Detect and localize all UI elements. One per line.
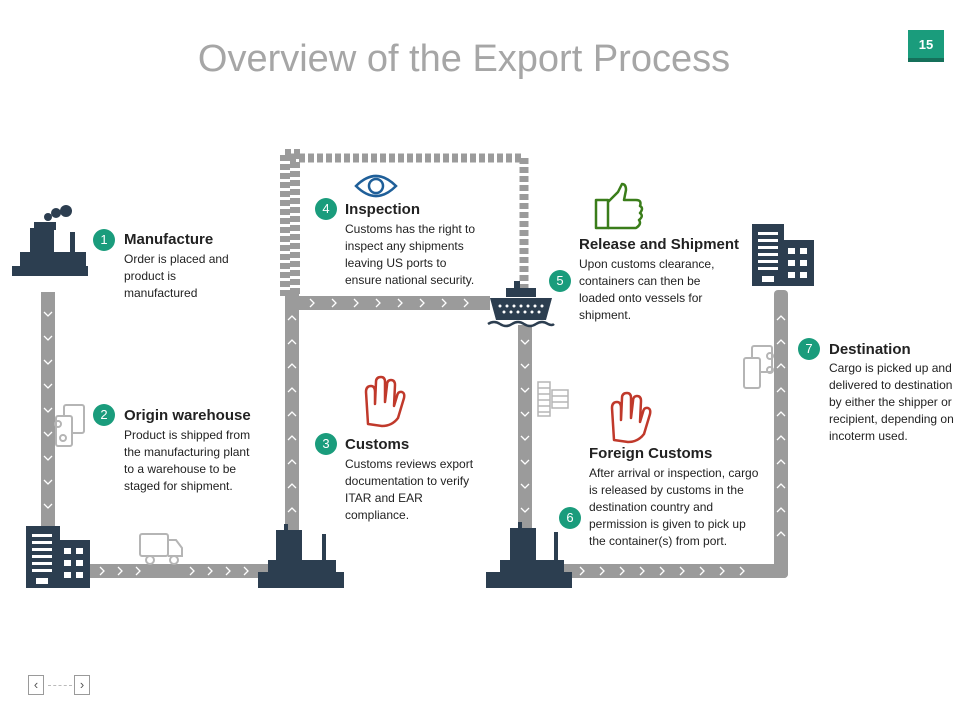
factory-icon (12, 205, 88, 276)
port-factory-icon (258, 524, 344, 588)
step-title-manufacture: Manufacture (124, 231, 214, 248)
slide-title: Overview of the Export Process (197, 38, 731, 80)
office-building-icon (752, 224, 814, 286)
eye-icon (354, 174, 398, 198)
step-number-badge: 1 (93, 229, 115, 251)
step-number-badge: 7 (798, 338, 820, 360)
chevron-right-icon: › (79, 677, 85, 692)
step-title-foreign-customs: Foreign Customs (589, 445, 713, 462)
step-text-inspection: Customs has the right to inspect any shi… (345, 222, 476, 287)
step-number-badge: 4 (315, 198, 337, 220)
documents-icon (743, 345, 774, 389)
thumbs-up-icon (594, 182, 644, 230)
step-title-destination: Destination (829, 341, 911, 358)
route-chevrons (43, 298, 786, 576)
step-title-inspection: Inspection (345, 201, 421, 218)
step-number-badge: 3 (315, 433, 337, 455)
step-number-badge: 5 (549, 270, 571, 292)
page-number-badge: 15 (908, 30, 944, 62)
documents-icon (54, 404, 85, 447)
port-factory-icon (486, 522, 572, 588)
step-title-customs: Customs (345, 436, 410, 453)
step-number-badge: 6 (559, 507, 581, 529)
truck-icon (139, 533, 183, 565)
step-text-foreign-customs: After arrival or inspection, cargo is re… (589, 466, 759, 548)
nav-divider (48, 685, 72, 686)
stop-hand-icon (610, 391, 652, 444)
step-title-origin-warehouse: Origin warehouse (124, 407, 251, 424)
stop-hand-icon (364, 375, 406, 428)
step-number-badge: 2 (93, 404, 115, 426)
container-crane-icon (537, 381, 569, 417)
step-text-customs: Customs reviews export documentation to … (345, 457, 474, 522)
previous-slide-button[interactable]: ‹ (28, 675, 44, 695)
chevron-left-icon: ‹ (33, 677, 39, 692)
step-title-release-and-shipment: Release and Shipment (579, 236, 740, 253)
step-text-origin-warehouse: Product is shipped from the manufacturin… (124, 428, 251, 493)
step-text-release-and-shipment: Upon customs clearance, containers can t… (579, 257, 715, 322)
office-building-icon (26, 526, 90, 588)
route-path (41, 149, 788, 578)
next-slide-button[interactable]: › (74, 675, 90, 695)
step-text-destination: Cargo is picked up and delivered to dest… (829, 361, 954, 443)
step-text-manufacture: Order is placed and product is manufactu… (124, 252, 229, 300)
ship-icon (487, 281, 555, 328)
